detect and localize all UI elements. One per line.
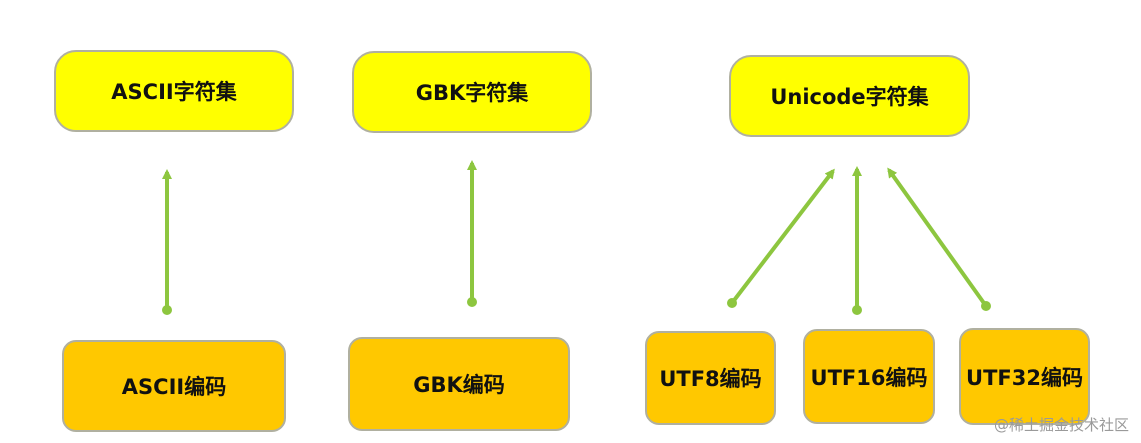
unicode-charset-box: Unicode字符集 — [729, 55, 970, 137]
gbk-encoding-label: GBK编码 — [413, 373, 505, 397]
utf16-encoding-label: UTF16编码 — [810, 365, 928, 390]
arrow-utf32-to-unicode — [887, 167, 991, 311]
utf8-encoding-label: UTF8编码 — [659, 367, 762, 391]
utf32-encoding-box: UTF32编码 — [959, 328, 1090, 425]
utf16-encoding-box: UTF16编码 — [803, 329, 935, 424]
ascii-charset-label: ASCII字符集 — [111, 80, 237, 104]
gbk-encoding-box: GBK编码 — [348, 337, 570, 431]
ascii-encoding-box: ASCII编码 — [62, 340, 286, 432]
watermark: @稀土掘金技术社区 — [993, 416, 1129, 434]
unicode-charset-label: Unicode字符集 — [770, 85, 929, 109]
arrow-utf16-to-unicode — [852, 166, 862, 315]
utf32-encoding-label: UTF32编码 — [966, 365, 1083, 390]
gbk-charset-label: GBK字符集 — [415, 81, 529, 105]
arrow-gbk-encoding-to-charset — [467, 160, 477, 307]
ascii-charset-box: ASCII字符集 — [54, 50, 294, 132]
gbk-charset-box: GBK字符集 — [352, 51, 592, 133]
ascii-encoding-label: ASCII编码 — [121, 375, 227, 399]
arrow-ascii-encoding-to-charset — [162, 169, 172, 315]
utf8-encoding-box: UTF8编码 — [645, 331, 776, 425]
arrow-utf8-to-unicode — [727, 168, 835, 308]
